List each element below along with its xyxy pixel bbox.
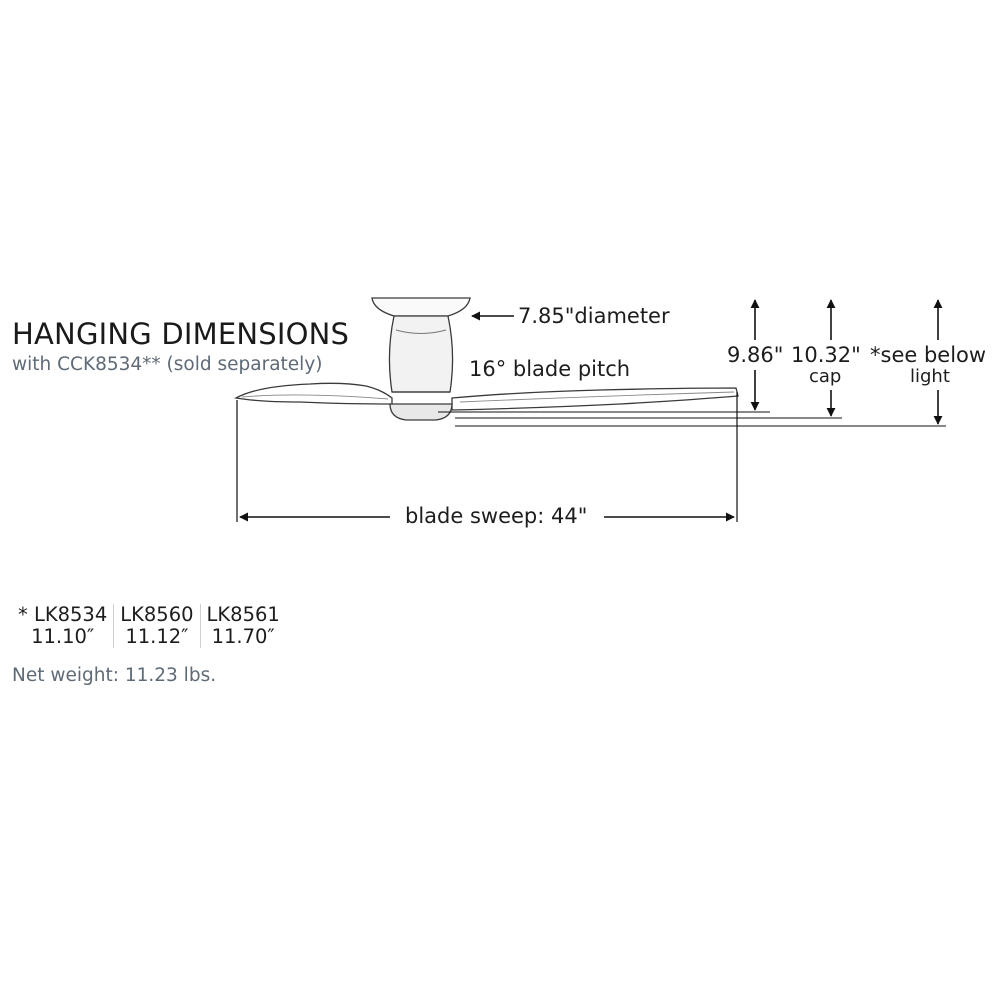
model-name: LK8561 <box>206 603 280 626</box>
model-col-lk8561: LK8561 11.70″ <box>199 603 286 648</box>
model-height: 11.12″ <box>125 625 189 648</box>
blade-pitch-label: 16° blade pitch <box>469 357 631 381</box>
canopy <box>371 297 471 317</box>
net-weight: Net weight: 11.23 lbs. <box>12 665 217 686</box>
model-height: 11.70″ <box>211 625 275 648</box>
blade-left <box>234 382 393 405</box>
page-title: HANGING DIMENSIONS <box>12 317 350 351</box>
height-label-2: 10.32" <box>791 343 861 367</box>
motor-housing <box>388 315 454 393</box>
light-kit-table: * LK8534 11.10″ LK8560 11.12″ LK8561 11.… <box>12 604 286 648</box>
height-label-3: *see below <box>870 343 987 367</box>
ceiling-fan-illustration <box>234 297 739 421</box>
blade-sweep-label: blade sweep: 44" <box>395 506 598 527</box>
height-label-1: 9.86" <box>727 343 784 367</box>
model-col-lk8560: LK8560 11.12″ <box>113 604 199 648</box>
model-name: * LK8534 <box>18 603 108 626</box>
model-name: LK8560 <box>120 603 194 626</box>
page-subtitle: with CCK8534** (sold separately) <box>12 354 323 375</box>
model-height: 11.10″ <box>31 625 95 648</box>
height-note-3: light <box>910 366 950 387</box>
light-kit <box>389 403 453 421</box>
dimension-lines <box>236 299 946 522</box>
blade-right <box>451 387 739 411</box>
diameter-label: 7.85"diameter <box>518 304 670 328</box>
height-note-2: cap <box>809 366 842 387</box>
model-col-lk8534: * LK8534 11.10″ <box>12 604 113 648</box>
